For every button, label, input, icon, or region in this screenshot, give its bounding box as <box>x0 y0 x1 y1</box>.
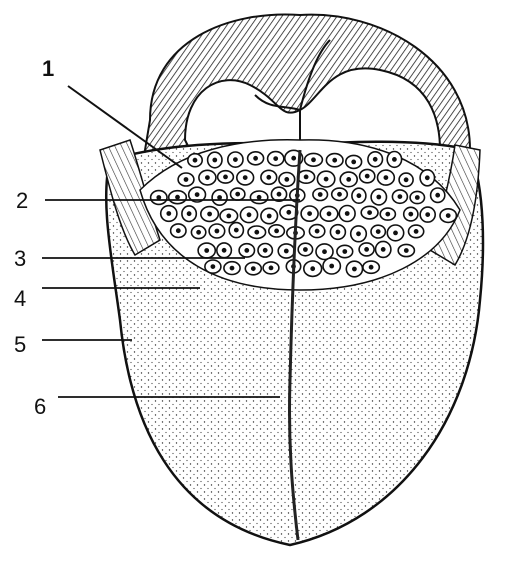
follicle-crypt <box>447 214 450 217</box>
follicle-crypt <box>285 249 288 252</box>
follicle-crypt <box>368 211 371 214</box>
follicle-crypt <box>157 196 160 199</box>
follicle-crypt <box>234 158 237 161</box>
label-1: 1 <box>42 58 54 80</box>
follicle-crypt <box>267 176 270 179</box>
follicle-crypt <box>325 178 328 181</box>
follicle-crypt <box>370 266 373 269</box>
follicle-crypt <box>352 160 355 163</box>
follicle-crypt <box>269 266 272 269</box>
follicle-crypt <box>308 212 311 215</box>
follicle-crypt <box>277 193 280 196</box>
follicle-crypt <box>196 193 199 196</box>
follicle-crypt <box>415 230 418 233</box>
follicle-crypt <box>244 176 247 179</box>
follicle-crypt <box>386 213 389 216</box>
label-2: 2 <box>16 190 28 212</box>
follicle-crypt <box>255 231 258 234</box>
follicle-crypt <box>224 175 227 178</box>
follicle-crypt <box>268 214 271 217</box>
follicle-crypt <box>227 214 230 217</box>
follicle-crypt <box>365 248 368 251</box>
follicle-crypt <box>382 248 385 251</box>
follicle-crypt <box>285 178 288 181</box>
follicle-crypt <box>357 194 360 197</box>
follicle-crypt <box>254 157 257 160</box>
follicle-crypt <box>426 176 429 179</box>
follicle-crypt <box>208 212 211 215</box>
follicle-crypt <box>394 231 397 234</box>
follicle-crypt <box>366 175 369 178</box>
follicle-crypt <box>176 196 179 199</box>
follicle-crypt <box>213 158 216 161</box>
follicle-crypt <box>264 249 267 252</box>
follicle-crypt <box>338 193 341 196</box>
follicle-crypt <box>327 212 330 215</box>
follicle-crypt <box>377 195 380 198</box>
follicle-crypt <box>275 229 278 232</box>
follicle-crypt <box>258 196 261 199</box>
follicle-crypt <box>252 267 255 270</box>
follicle-crypt <box>247 213 250 216</box>
follicle-crypt <box>436 194 439 197</box>
follicle-crypt <box>305 175 308 178</box>
follicle-crypt <box>343 250 346 253</box>
label-5: 5 <box>14 334 26 356</box>
follicle-crypt <box>193 159 196 162</box>
follicle-crypt <box>319 193 322 196</box>
follicle-crypt <box>346 212 349 215</box>
follicle-crypt <box>197 231 200 234</box>
label-6: 6 <box>34 396 46 418</box>
follicle-crypt <box>230 267 233 270</box>
follicle-crypt <box>323 250 326 253</box>
follicle-crypt <box>312 158 315 161</box>
follicle-crypt <box>374 158 377 161</box>
follicle-crypt <box>330 264 333 267</box>
follicle-crypt <box>384 176 387 179</box>
follicle-crypt <box>416 196 419 199</box>
follicle-crypt <box>188 212 191 215</box>
follicle-crypt <box>274 157 277 160</box>
follicle-crypt <box>311 267 314 270</box>
follicle-crypt <box>167 212 170 215</box>
follicle-crypt <box>304 248 307 251</box>
follicle-crypt <box>333 159 336 162</box>
follicle-crypt <box>205 249 208 252</box>
follicle-crypt <box>218 196 221 199</box>
follicle-crypt <box>409 213 412 216</box>
follicle-crypt <box>215 229 218 232</box>
follicle-crypt <box>184 178 187 181</box>
label-4: 4 <box>14 288 26 310</box>
follicle-crypt <box>377 230 380 233</box>
follicle-crypt <box>357 232 360 235</box>
follicle-crypt <box>336 230 339 233</box>
follicle-crypt <box>316 230 319 233</box>
label-3: 3 <box>14 248 26 270</box>
follicle-crypt <box>393 158 396 161</box>
follicle-crypt <box>206 176 209 179</box>
follicle-crypt <box>292 157 295 160</box>
follicle-crypt <box>223 249 226 252</box>
follicle-crypt <box>177 229 180 232</box>
follicle-crypt <box>347 178 350 181</box>
follicle-crypt <box>405 249 408 252</box>
follicle-crypt <box>405 178 408 181</box>
follicle-crypt <box>287 211 290 214</box>
follicle-crypt <box>353 267 356 270</box>
follicle-crypt <box>211 265 214 268</box>
follicle-crypt <box>398 195 401 198</box>
follicle-crypt <box>235 229 238 232</box>
follicle-crypt <box>245 249 248 252</box>
follicle-crypt <box>236 193 239 196</box>
follicle-crypt <box>426 213 429 216</box>
